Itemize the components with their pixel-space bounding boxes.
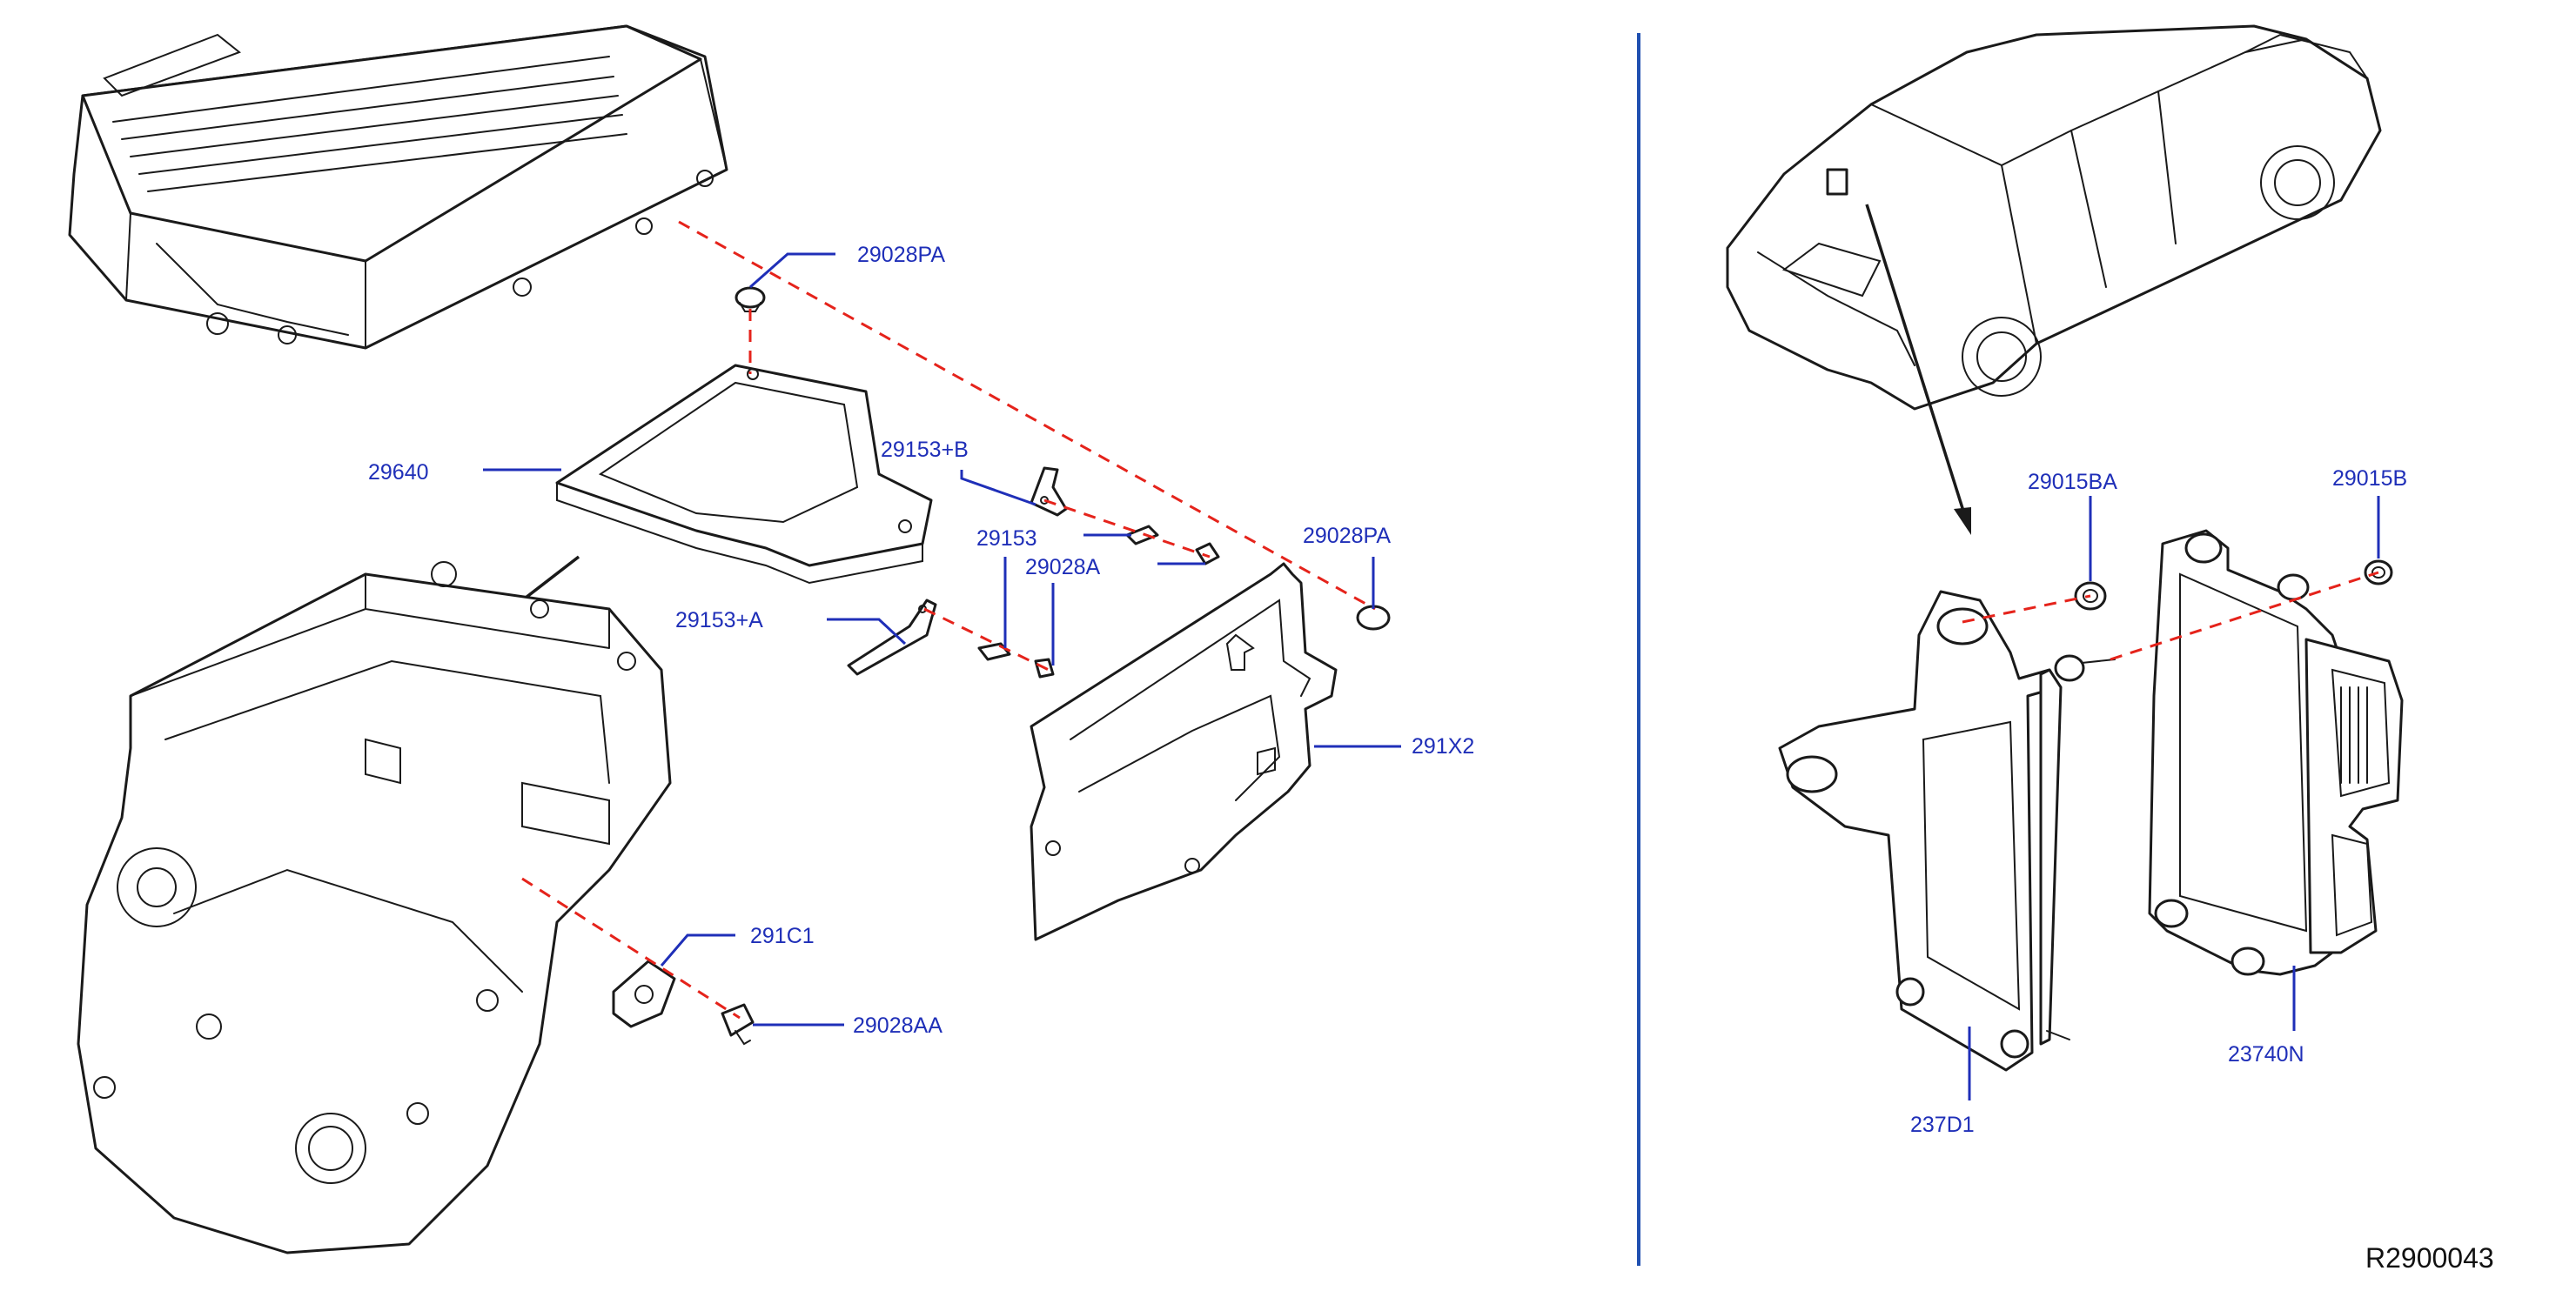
- label-29153B: 29153+B: [881, 438, 969, 462]
- label-291C1: 291C1: [750, 924, 815, 948]
- stud-bolt-illustration: [2054, 654, 2116, 682]
- label-29028A: 29028A: [1025, 555, 1101, 579]
- alignment-line-motor-plate: [521, 877, 741, 1020]
- alignment-line-bracket-a: [923, 607, 1050, 672]
- label-29640: 29640: [368, 460, 429, 485]
- label-237D1: 237D1: [1910, 1113, 1975, 1137]
- bracket-29153A-illustration: [847, 599, 937, 676]
- label-29015BA: 29015BA: [2028, 470, 2117, 494]
- leader-29153A: [827, 618, 907, 646]
- bracket-29153B-illustration: [1030, 466, 1068, 517]
- label-29028AA: 29028AA: [853, 1013, 943, 1038]
- label-23740N: 23740N: [2228, 1042, 2304, 1067]
- module-23740N-illustration: [2148, 529, 2404, 976]
- cap-29028PA-right-illustration: [1356, 605, 1391, 631]
- alignment-line-cover-to-cap: [678, 220, 1376, 611]
- leader-291C1: [660, 933, 735, 967]
- leader-29153B: [960, 470, 1036, 506]
- alignment-line-nut-ba: [1962, 594, 2091, 624]
- label-29153A: 29153+A: [675, 608, 763, 632]
- bracket-237D1-illustration: [1778, 590, 2070, 1072]
- location-arrowhead: [1954, 507, 1971, 535]
- label-29028PA-right: 29028PA: [1303, 524, 1391, 548]
- plate-291C1-illustration: [612, 960, 676, 1028]
- alignment-line-bracket-b: [1043, 498, 1211, 559]
- location-arrow: [1865, 204, 1969, 523]
- gasket-29640-illustration: [555, 364, 933, 585]
- leader-29153: [1003, 533, 1131, 648]
- motor-assembly-illustration: [77, 561, 672, 1254]
- diagram-reference-code: R2900043: [2365, 1242, 2494, 1274]
- label-29015B: 29015B: [2332, 466, 2407, 491]
- bolt-29028A-upper-illustration: [1195, 542, 1220, 565]
- inverter-cover-illustration: [68, 24, 728, 350]
- leader-29028PA-top: [749, 252, 835, 289]
- alignment-line-stud-to-nut-b: [2110, 571, 2379, 661]
- vehicle-illustration: [1726, 24, 2382, 411]
- label-29028PA-top: 29028PA: [857, 243, 945, 267]
- leader-29028A: [1051, 562, 1205, 666]
- clip-29153-illustration: [1125, 525, 1159, 545]
- clip-bolt-lower-illustration: [977, 642, 1055, 679]
- label-29153: 29153: [976, 526, 1037, 551]
- cover-291X2-illustration: [1030, 562, 1338, 941]
- bolt-29028AA-illustration: [721, 1003, 755, 1046]
- cap-29028PA-top-illustration: [735, 286, 766, 312]
- label-291X2: 291X2: [1412, 734, 1474, 759]
